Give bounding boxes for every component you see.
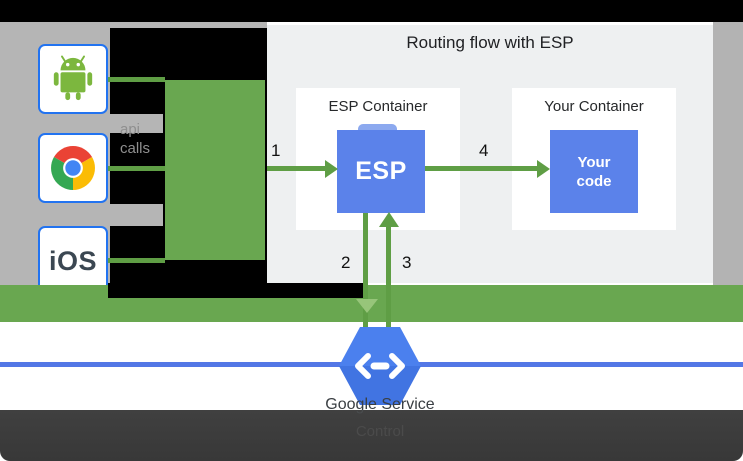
device-card-ios: iOS bbox=[38, 226, 108, 296]
request-arrow-4-head bbox=[537, 159, 550, 178]
green-bar-vertical bbox=[165, 80, 265, 260]
request-arrow-1-line bbox=[267, 166, 326, 171]
flow-line-2 bbox=[363, 213, 368, 330]
android-robot-icon bbox=[53, 55, 93, 101]
android-connector-line bbox=[108, 77, 165, 82]
flow-line-3 bbox=[386, 227, 391, 330]
esp-container-title: ESP Container bbox=[328, 98, 428, 115]
flow-line-3-arrowhead bbox=[379, 212, 399, 227]
api-calls-label: api calls bbox=[120, 121, 151, 157]
cloud-endpoints-icon bbox=[339, 327, 421, 405]
gray-gap-strip bbox=[110, 204, 163, 226]
google-service-label: Google Service bbox=[325, 396, 435, 413]
your-code-label: Your code bbox=[576, 153, 612, 190]
panel-title: Routing flow with ESP bbox=[406, 33, 574, 52]
step-2-label: 2 bbox=[341, 253, 351, 272]
your-code-box: Your code bbox=[550, 130, 638, 213]
esp-box: ESP bbox=[337, 130, 425, 213]
chrome-browser-icon bbox=[51, 146, 95, 190]
device-card-chrome bbox=[38, 133, 108, 203]
your-container-title: Your Container bbox=[544, 98, 644, 115]
chrome-connector-line bbox=[108, 166, 165, 171]
service-control-label-ghost: Control bbox=[355, 423, 405, 440]
ios-label: iOS bbox=[48, 245, 97, 276]
device-card-android bbox=[38, 44, 108, 114]
gray-gap-strip bbox=[110, 114, 163, 133]
step-1-label: 1 bbox=[271, 141, 281, 160]
request-arrow-1-head bbox=[325, 159, 338, 178]
esp-box-back-tab bbox=[358, 124, 397, 134]
step-3-label: 3 bbox=[402, 253, 412, 272]
top-black-bar bbox=[0, 0, 743, 22]
esp-box-label: ESP bbox=[355, 157, 407, 185]
right-gray-background bbox=[713, 22, 743, 285]
bottom-dark-bar: Google Service Control bbox=[0, 410, 743, 461]
ios-connector-line bbox=[108, 258, 165, 263]
step-4-label: 4 bbox=[479, 141, 489, 160]
black-strip-over-band bbox=[108, 283, 363, 298]
request-arrow-4-line bbox=[425, 166, 538, 171]
google-service-label-ghost: Google Service bbox=[280, 410, 480, 415]
flow-line-2-arrowhead bbox=[356, 299, 378, 313]
